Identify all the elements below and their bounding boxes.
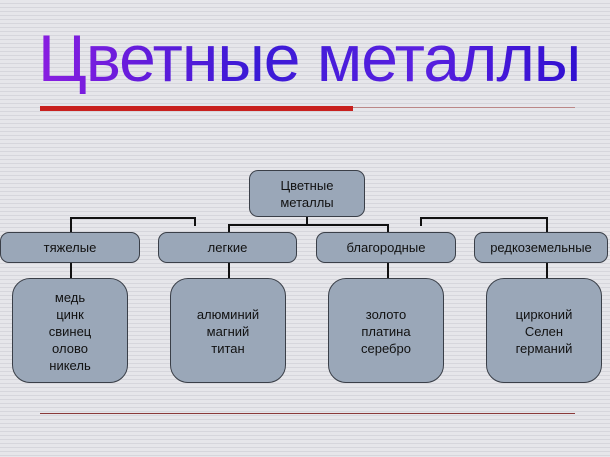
items-node-rare-earth: цирконий Селен германий xyxy=(486,278,602,383)
items-node-light: алюминий магний титан xyxy=(170,278,286,383)
slide-title: Цветные металлы xyxy=(38,18,581,98)
group-node-heavy: тяжелые xyxy=(0,232,140,263)
group-node-noble: благородные xyxy=(316,232,456,263)
items-node-heavy: медь цинк свинец олово никель xyxy=(12,278,128,383)
root-node: Цветные металлы xyxy=(249,170,365,217)
items-node-noble: золото платина серебро xyxy=(328,278,444,383)
group-node-rare-earth: редкоземельные xyxy=(474,232,608,263)
footer-line xyxy=(40,413,575,414)
title-underline-thin xyxy=(353,107,575,108)
title-underline-red xyxy=(40,106,353,111)
group-node-light: легкие xyxy=(158,232,297,263)
